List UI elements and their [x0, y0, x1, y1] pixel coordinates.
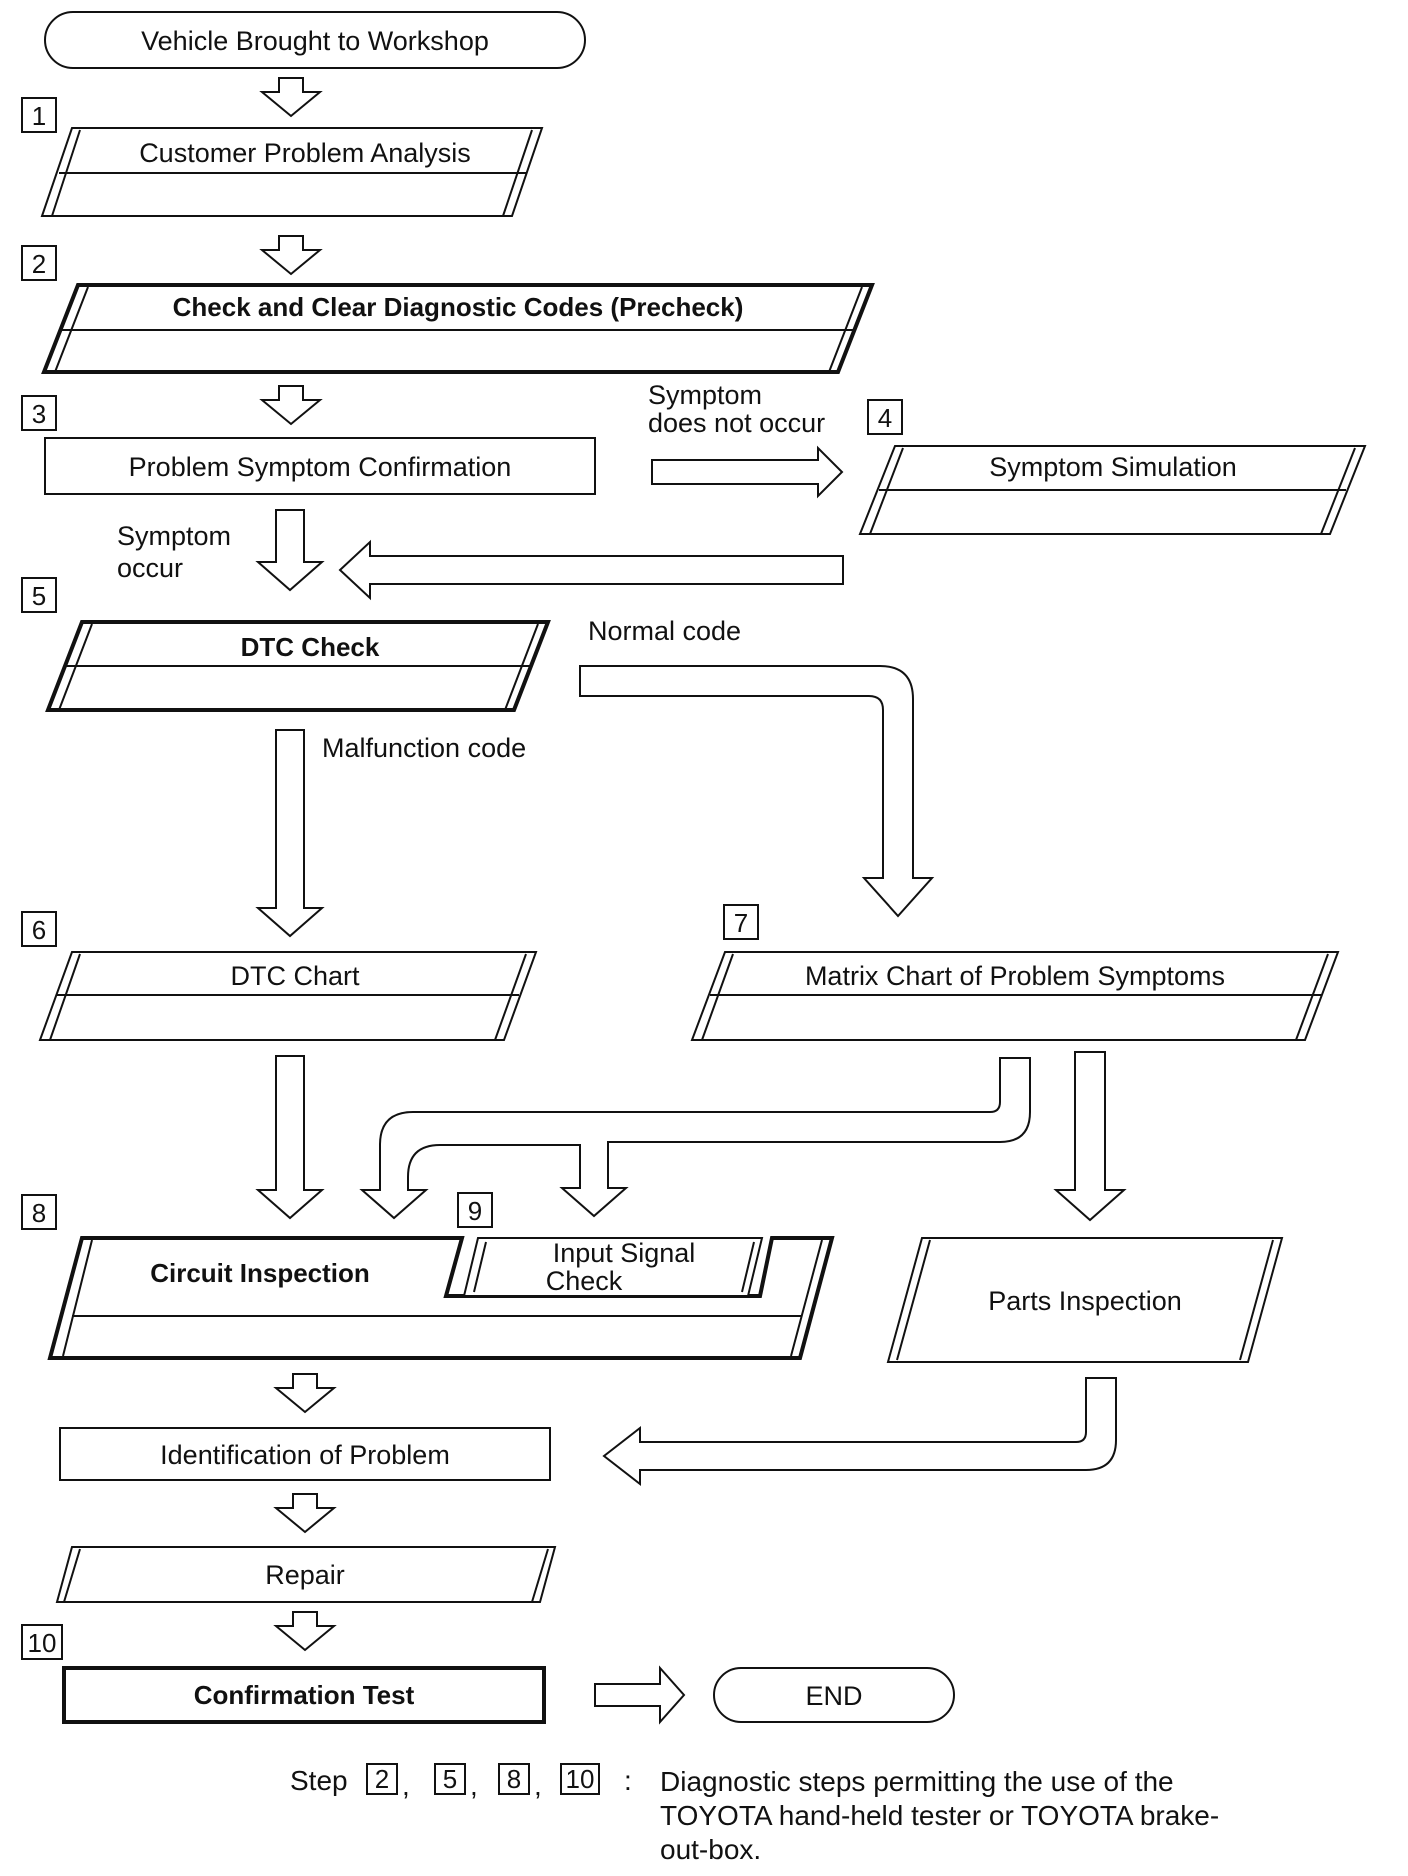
step-3-label: Problem Symptom Confirmation	[129, 452, 512, 482]
malfunction-code-label: Malfunction code	[322, 733, 526, 763]
arrow-down	[259, 77, 323, 118]
step-number-box	[21, 911, 57, 947]
check-clear-codes-box	[41, 283, 875, 374]
step-number: 10	[28, 1628, 57, 1658]
step-number: 8	[32, 1198, 46, 1228]
step-number: 4	[878, 403, 892, 433]
step-1-label: Customer Problem Analysis	[139, 138, 471, 168]
repair-label: Repair	[265, 1560, 345, 1590]
step-number-box	[457, 1192, 493, 1228]
arrow-down	[259, 385, 323, 426]
arrow-down	[273, 1373, 337, 1414]
step-number-box	[21, 245, 57, 281]
arrow-down	[255, 1055, 325, 1220]
step-number-box	[21, 395, 57, 431]
start-label: Vehicle Brought to Workshop	[141, 26, 489, 56]
step-8-label: Circuit Inspection	[150, 1258, 370, 1288]
confirmation-test-box	[62, 1666, 546, 1724]
step-number: 6	[32, 915, 46, 945]
legend-prefix: Step	[290, 1765, 348, 1796]
arrow-left-from-simulation	[338, 539, 844, 601]
step-number: 3	[32, 399, 46, 429]
legend-description: Diagnostic steps permitting the use of t…	[660, 1766, 1220, 1865]
arrow-down	[255, 509, 325, 592]
start-terminal	[44, 11, 586, 69]
step-number-box	[723, 904, 759, 940]
end-terminal	[713, 1667, 955, 1723]
step-number: 5	[32, 581, 46, 611]
symptom-not-occur-label: Symptom	[648, 380, 762, 410]
circuit-inspection-box	[47, 1236, 835, 1360]
arrow-malfunction-code	[255, 729, 325, 938]
step-4-label: Symptom Simulation	[989, 452, 1237, 482]
arrow-parts-to-identification	[602, 1377, 1117, 1487]
normal-code-label: Normal code	[588, 616, 741, 646]
arrow-matrix-to-inspection	[359, 1057, 1031, 1220]
legend-step-box: 5	[434, 1763, 466, 1795]
legend-separator: ,	[402, 1770, 410, 1801]
symptom-occur-label: occur	[117, 553, 183, 583]
step-number-box	[21, 577, 57, 613]
step-7-label: Matrix Chart of Problem Symptoms	[805, 961, 1225, 991]
input-signal-check-box	[462, 1237, 764, 1297]
step-number-box	[21, 1624, 63, 1660]
symptom-occur-label: Symptom	[117, 521, 231, 551]
step-9-label: Input Signal	[553, 1238, 696, 1268]
parts-inspection-label: Parts Inspection	[988, 1286, 1182, 1316]
step-number-box	[21, 97, 57, 133]
arrow-right	[594, 1665, 686, 1725]
step-number: 1	[32, 101, 46, 131]
arrow-down	[273, 1493, 337, 1534]
repair-box	[55, 1546, 557, 1603]
legend-step-box: 10	[560, 1763, 600, 1795]
step-9-label: Check	[546, 1266, 623, 1296]
arrow-down	[273, 1611, 337, 1652]
arrow-down	[259, 235, 323, 276]
arrow-normal-code	[579, 665, 935, 918]
step-6-label: DTC Chart	[230, 961, 360, 991]
step-5-label: DTC Check	[241, 632, 380, 662]
step-2-label: Check and Clear Diagnostic Codes (Preche…	[173, 292, 744, 322]
legend-step-box: 8	[498, 1763, 530, 1795]
step-number-box	[21, 1194, 57, 1230]
step-number-box	[867, 399, 903, 435]
legend-separator: ,	[470, 1770, 478, 1801]
symptom-not-occur-label: does not occur	[648, 408, 825, 438]
step-10-label: Confirmation Test	[194, 1680, 415, 1710]
problem-symptom-confirmation-box	[44, 437, 596, 495]
identification-box	[59, 1427, 551, 1481]
step-number: 9	[468, 1196, 482, 1226]
legend-colon: :	[624, 1765, 632, 1796]
parts-inspection-box	[886, 1237, 1284, 1363]
arrow-down-to-parts	[1053, 1051, 1127, 1222]
identification-label: Identification of Problem	[160, 1440, 450, 1470]
end-label: END	[805, 1681, 862, 1711]
step-number: 2	[32, 249, 46, 279]
arrow-right	[651, 445, 844, 499]
step-number: 7	[734, 908, 748, 938]
legend-step-box: 2	[366, 1763, 398, 1795]
legend-separator: ,	[534, 1770, 542, 1801]
